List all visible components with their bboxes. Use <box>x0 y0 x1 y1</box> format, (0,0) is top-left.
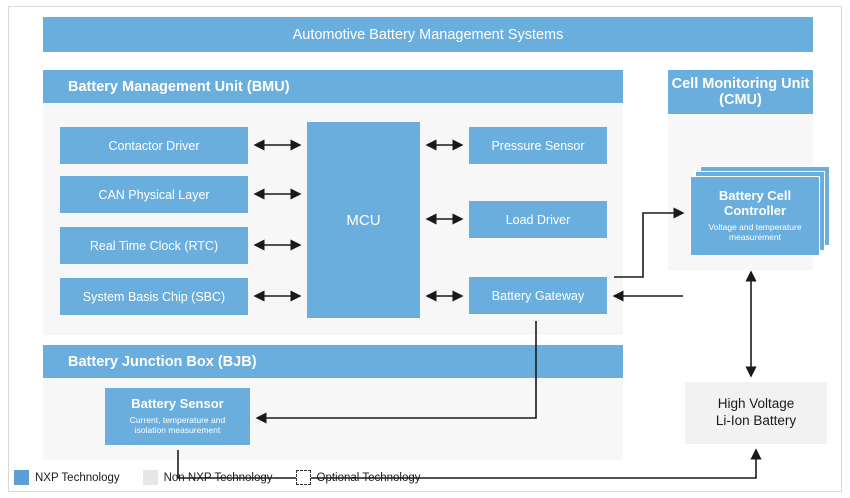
block-system-basis-chip-label: System Basis Chip (SBC) <box>82 289 226 304</box>
bjb-title-bar: Battery Junction Box (BJB) <box>43 345 623 378</box>
cmu-title-line2: (CMU) <box>719 92 762 108</box>
cmu-title-line1: Cell Monitoring Unit <box>671 76 810 92</box>
bjb-title: Battery Junction Box (BJB) <box>68 353 257 370</box>
block-contactor-driver[interactable]: Contactor Driver <box>60 127 248 164</box>
battery-cell-controller-sub-line1: Voltage and temperature <box>708 221 802 232</box>
block-load-driver-label: Load Driver <box>505 212 571 227</box>
battery-sensor-label: Battery Sensor <box>131 395 224 411</box>
legend-item-non-nxp: Non NXP Technology <box>142 470 273 485</box>
block-can-physical-layer-label: CAN Physical Layer <box>98 187 210 202</box>
diagram-title-bar: Automotive Battery Management Systems <box>43 17 813 52</box>
battery-cell-controller-sub-line2: measurement <box>729 232 781 243</box>
battery-cell-controller-label-line1: Battery Cell <box>718 187 792 203</box>
block-battery-sensor[interactable]: Battery Sensor Current, temperature and … <box>105 388 250 445</box>
legend-item-optional: Optional Technology <box>295 470 421 485</box>
bmu-title: Battery Management Unit (BMU) <box>68 78 290 95</box>
block-battery-gateway-label: Battery Gateway <box>491 288 585 303</box>
legend-swatch-non-nxp-icon <box>142 470 158 485</box>
bmu-title-bar: Battery Management Unit (BMU) <box>43 70 623 103</box>
legend-label-non-nxp: Non NXP Technology <box>163 471 273 484</box>
block-pressure-sensor-label: Pressure Sensor <box>491 138 585 153</box>
block-can-physical-layer[interactable]: CAN Physical Layer <box>60 176 248 213</box>
block-real-time-clock[interactable]: Real Time Clock (RTC) <box>60 227 248 264</box>
legend-label-optional: Optional Technology <box>316 471 421 484</box>
legend-swatch-optional-icon <box>295 470 311 485</box>
block-mcu[interactable]: MCU <box>307 122 420 318</box>
battery-sensor-sub-line2: isolation measurement <box>134 425 221 436</box>
high-voltage-battery-label-line2: Li-Ion Battery <box>715 413 797 428</box>
legend-swatch-nxp-icon <box>14 470 29 485</box>
legend-item-nxp: NXP Technology <box>14 470 120 485</box>
block-battery-gateway[interactable]: Battery Gateway <box>469 277 607 314</box>
block-system-basis-chip[interactable]: System Basis Chip (SBC) <box>60 278 248 315</box>
legend-label-nxp: NXP Technology <box>35 471 120 484</box>
block-load-driver[interactable]: Load Driver <box>469 201 607 238</box>
block-contactor-driver-label: Contactor Driver <box>108 138 200 153</box>
block-mcu-label: MCU <box>346 211 381 229</box>
legend: NXP Technology Non NXP Technology Option… <box>14 470 437 485</box>
diagram-outer-border <box>8 6 842 492</box>
high-voltage-battery-label-line1: High Voltage <box>717 396 795 412</box>
block-real-time-clock-label: Real Time Clock (RTC) <box>89 238 219 253</box>
block-high-voltage-battery[interactable]: High Voltage Li-Ion Battery <box>685 382 827 444</box>
battery-sensor-sub-line1: Current, temperature and <box>129 414 226 425</box>
block-battery-cell-controller[interactable]: Battery Cell Controller Voltage and temp… <box>690 176 820 256</box>
battery-cell-controller-label-line2: Controller <box>723 202 787 218</box>
cmu-title-bar: Cell Monitoring Unit (CMU) <box>668 70 813 114</box>
block-pressure-sensor[interactable]: Pressure Sensor <box>469 127 607 164</box>
diagram-title: Automotive Battery Management Systems <box>292 26 564 43</box>
